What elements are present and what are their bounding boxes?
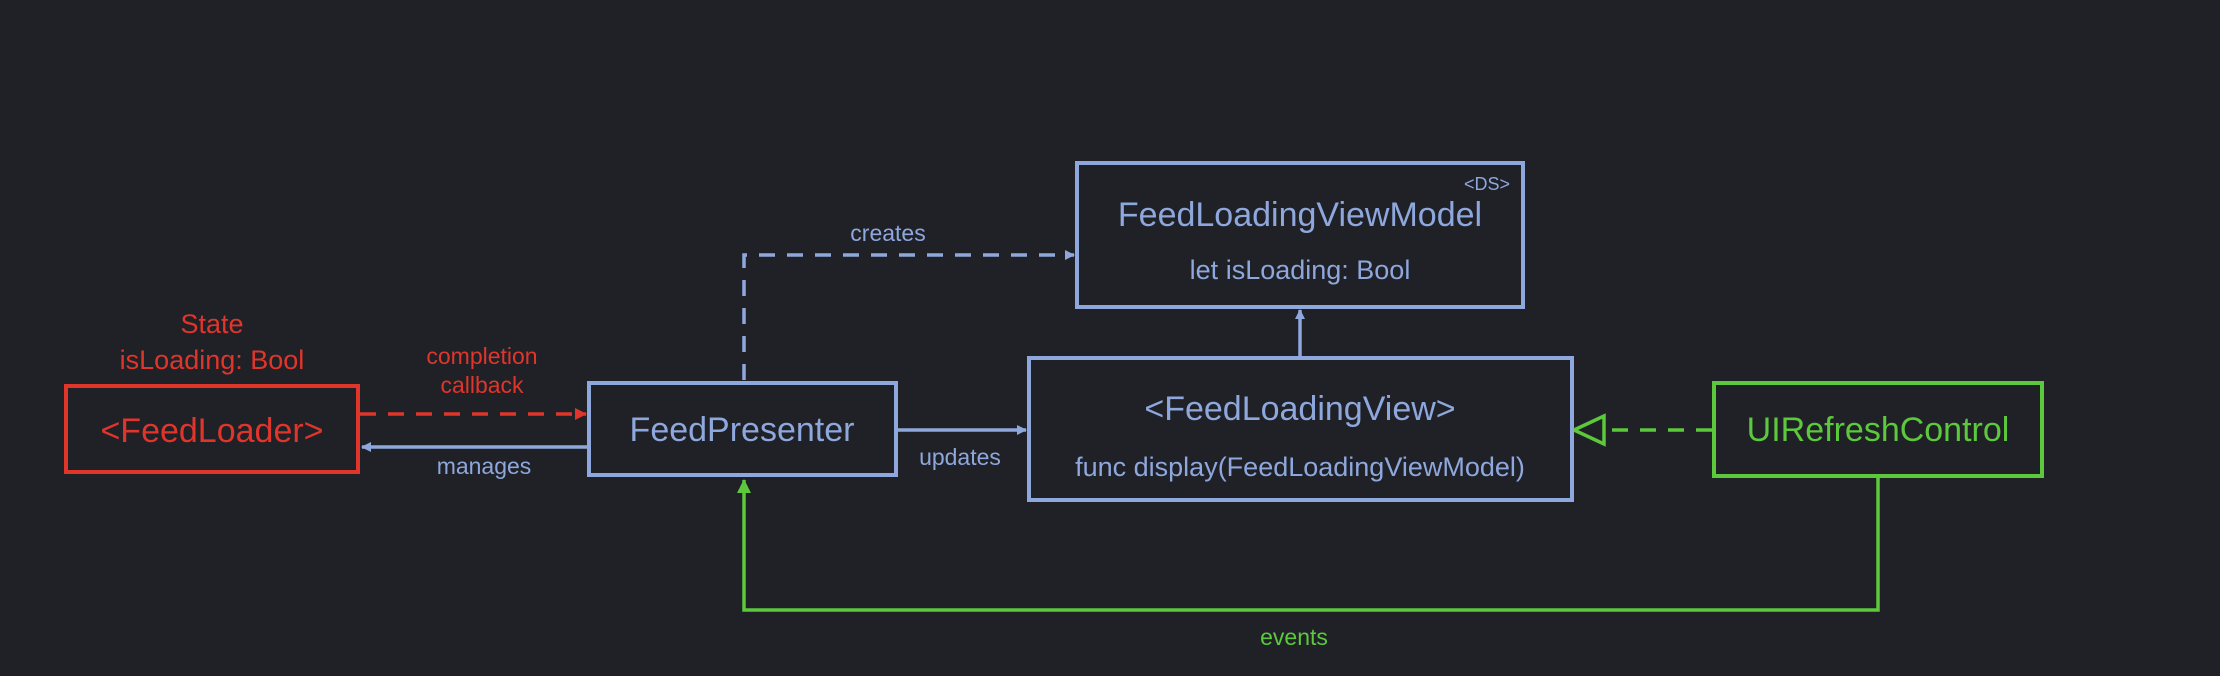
node-feed-loading-view: <FeedLoadingView> func display(FeedLoadi… <box>1027 356 1574 502</box>
node-feed-loading-view-model: <DS> FeedLoadingViewModel let isLoading:… <box>1075 161 1525 309</box>
feed-presenter-title: FeedPresenter <box>630 411 855 449</box>
view-model-title: FeedLoadingViewModel <box>1118 196 1482 234</box>
feed-loader-state-title: State <box>180 309 243 339</box>
edge-creates <box>742 250 1075 380</box>
realization-triangle-icon <box>1569 413 1606 447</box>
node-feed-loader: <FeedLoader> <box>64 384 360 474</box>
node-ui-refresh-control: UIRefreshControl <box>1712 381 2044 478</box>
label-manages: manages <box>437 453 532 479</box>
feed-loading-view-method: func display(FeedLoadingViewModel) <box>1075 452 1525 482</box>
label-completion-line2: callback <box>440 372 524 398</box>
label-updates: updates <box>919 444 1001 470</box>
feed-loading-view-title: <FeedLoadingView> <box>1144 390 1455 428</box>
feed-loader-state-value: isLoading: Bool <box>120 345 305 375</box>
edge-events <box>737 478 1880 612</box>
label-events: events <box>1260 624 1328 650</box>
feed-loader-title: <FeedLoader> <box>100 412 323 450</box>
view-model-property: let isLoading: Bool <box>1190 255 1411 285</box>
ui-refresh-control-title: UIRefreshControl <box>1747 411 2010 449</box>
node-feed-presenter: FeedPresenter <box>587 381 898 477</box>
label-creates: creates <box>850 220 925 246</box>
label-completion-line1: completion <box>426 343 537 369</box>
view-model-stereotype: <DS> <box>1464 174 1510 194</box>
